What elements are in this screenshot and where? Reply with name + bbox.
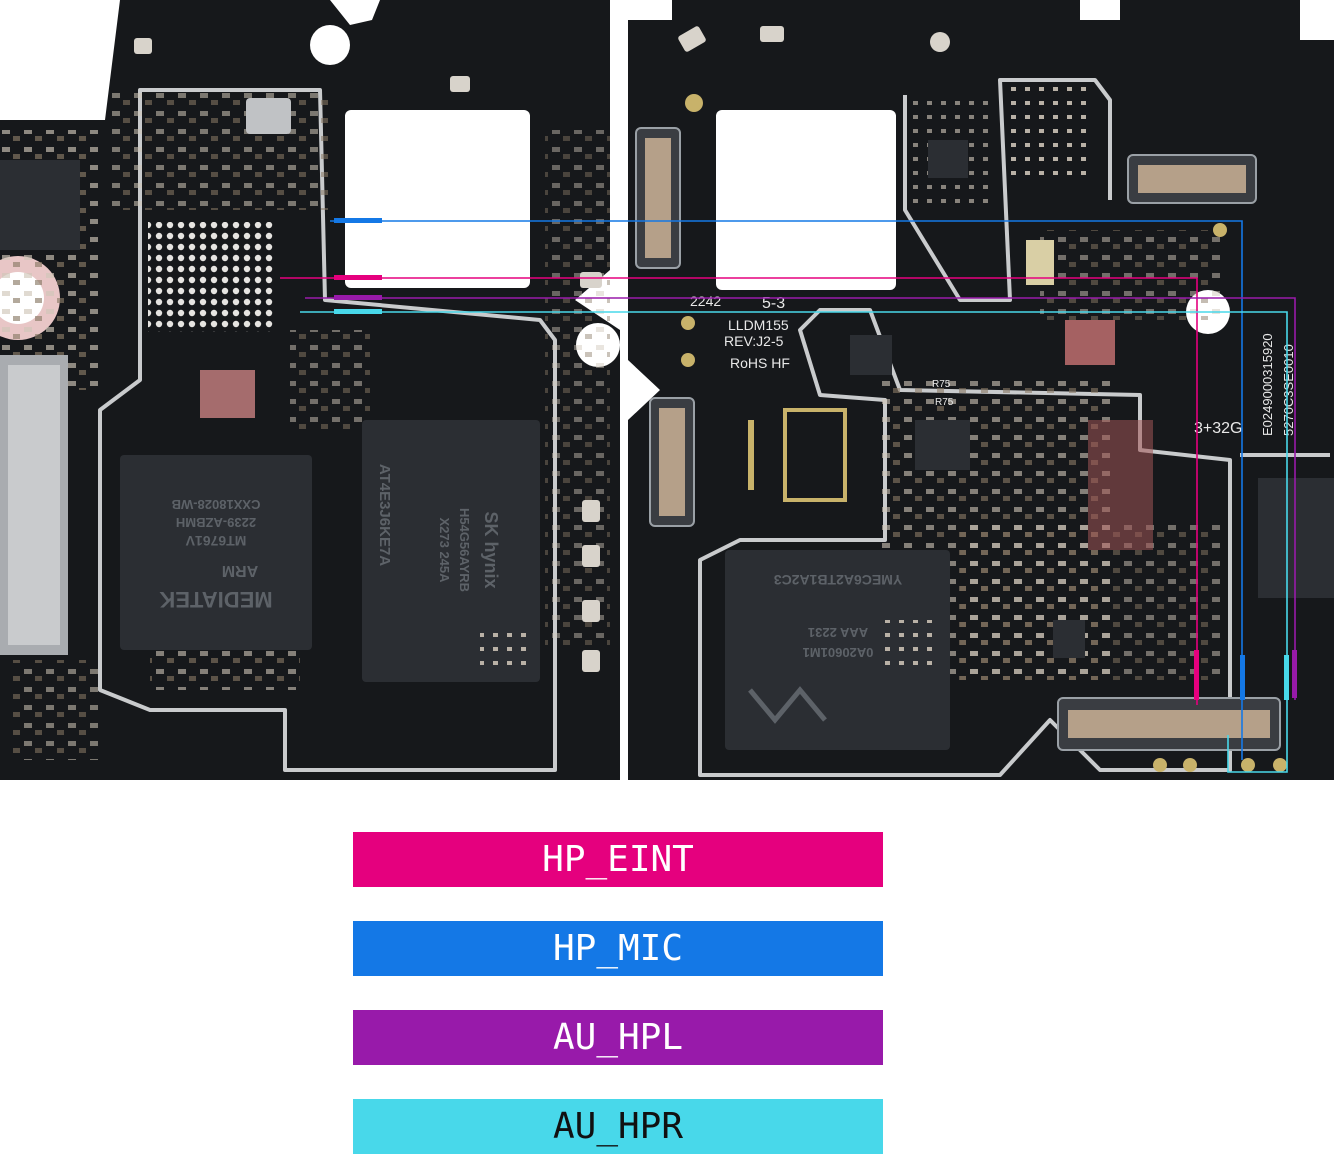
hp-eint-route bbox=[280, 277, 1198, 705]
silk-serial-2: 5270C3SE0010 bbox=[1281, 344, 1296, 436]
ram-label-3: AT4E3J6KE7A bbox=[376, 464, 393, 566]
ram-label-1: H54G56AYRB bbox=[457, 508, 472, 592]
small-chip bbox=[0, 140, 1334, 658]
silk-2242: 2242 bbox=[690, 293, 721, 309]
legend-hp-eint-label: HP_EINT bbox=[542, 839, 694, 880]
hp-mic-route bbox=[330, 220, 1243, 760]
silk-serial-1: E0249000315920 bbox=[1260, 333, 1275, 436]
cpu-label-4: CXX18028-WB bbox=[172, 497, 261, 512]
au-hpl-route bbox=[305, 297, 1296, 700]
silk-5-3: 5-3 bbox=[762, 295, 785, 312]
storage-chip: YMEC6A2TB1A2C3 AAA 2231 0A20601M1 bbox=[725, 550, 950, 750]
storage-label-0: YMEC6A2TB1A2C3 bbox=[774, 572, 903, 588]
legend-hp-eint: HP_EINT bbox=[353, 832, 883, 887]
silk-rev: REV:J2-5 bbox=[724, 333, 784, 349]
legend-au-hpl-label: AU_HPL bbox=[552, 1017, 684, 1058]
legend-au-hpr: AU_HPR bbox=[353, 1099, 883, 1154]
camera-cutout-right bbox=[716, 110, 896, 290]
cpu-label-2: MT6761V bbox=[185, 533, 246, 549]
legend-au-hpr-label: AU_HPR bbox=[552, 1106, 684, 1147]
legend-hp-mic-label: HP_MIC bbox=[552, 928, 684, 969]
ram-label-2: X273 245A bbox=[437, 517, 452, 583]
silk-r75-a: R75 bbox=[932, 379, 951, 390]
cpu-label-1: ARM bbox=[222, 562, 258, 579]
ram-chip: SK hynix H54G56AYRB X273 245A AT4E3J6KE7… bbox=[362, 420, 540, 682]
cpu-chip: MEDIATEK ARM MT6761V 2239-AZBMH CXX18028… bbox=[120, 455, 312, 650]
camera-cutout-left bbox=[345, 110, 530, 288]
silk-lldm: LLDM155 bbox=[728, 317, 789, 333]
storage-label-2: 0A20601M1 bbox=[803, 645, 874, 660]
cpu-label-3: 2239-AZBMH bbox=[176, 515, 256, 530]
silk-r75-b: R75 bbox=[935, 397, 954, 408]
ram-label-0: SK hynix bbox=[481, 511, 501, 588]
silk-rohs: RoHS HF bbox=[730, 355, 790, 371]
pcb-board-image: MEDIATEK ARM MT6761V 2239-AZBMH CXX18028… bbox=[0, 0, 1334, 780]
au-hpr-route bbox=[300, 311, 1288, 773]
silk-capacity: 3+32G bbox=[1194, 420, 1242, 437]
legend-hp-mic: HP_MIC bbox=[353, 921, 883, 976]
storage-label-1: AAA 2231 bbox=[808, 625, 868, 640]
cpu-label-0: MEDIATEK bbox=[159, 587, 272, 612]
legend-au-hpl: AU_HPL bbox=[353, 1010, 883, 1065]
signal-overlay-lines bbox=[280, 218, 1297, 773]
